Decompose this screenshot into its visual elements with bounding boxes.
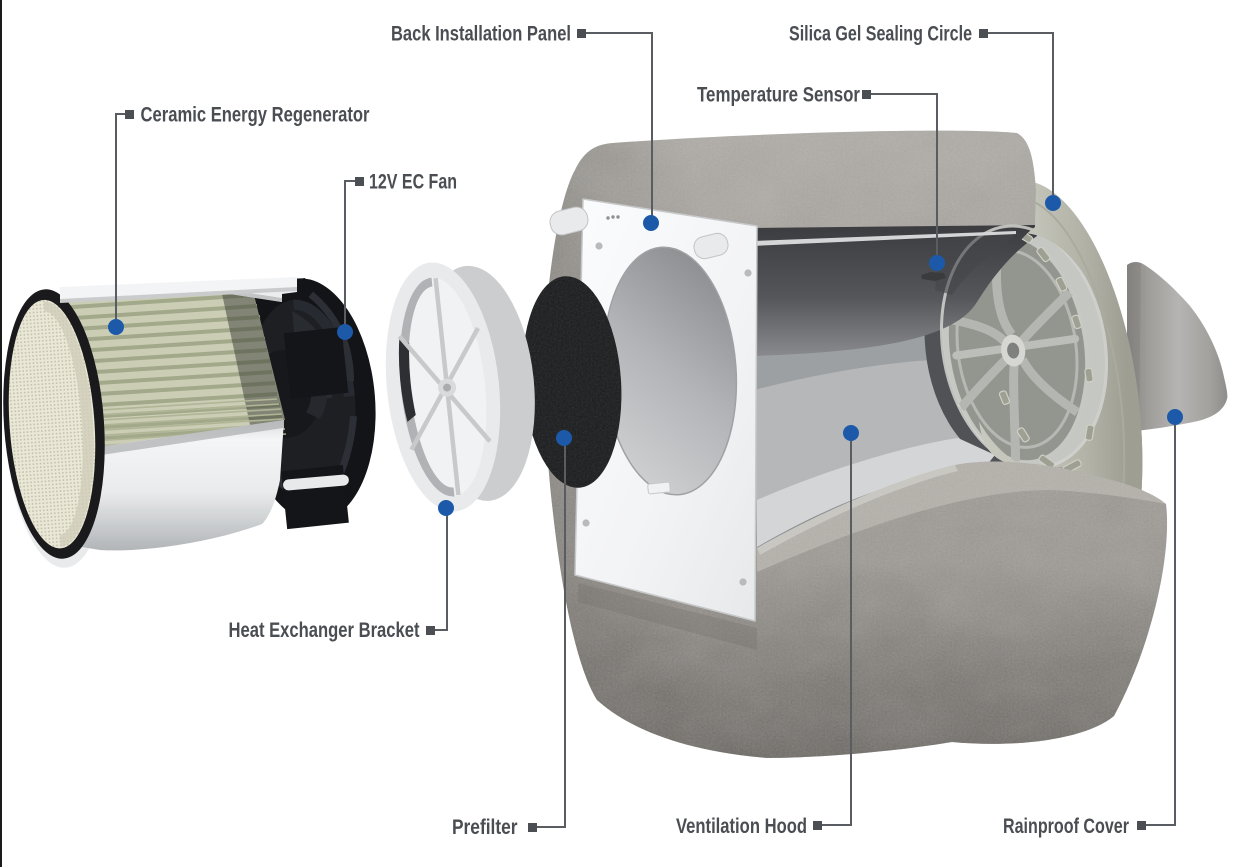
svg-text:12V EC Fan: 12V EC Fan (369, 171, 457, 194)
svg-text:Ventilation Hood: Ventilation Hood (676, 815, 807, 838)
svg-text:Ceramic Energy Regenerator: Ceramic Energy Regenerator (141, 104, 370, 127)
svg-text:Back Installation Panel: Back Installation Panel (391, 23, 571, 46)
svg-text:Temperature Sensor: Temperature Sensor (697, 84, 860, 107)
svg-text:Heat Exchanger Bracket: Heat Exchanger Bracket (229, 619, 420, 642)
svg-text:Silica Gel Sealing Circle: Silica Gel Sealing Circle (789, 23, 972, 46)
svg-text:Rainproof Cover: Rainproof Cover (1003, 815, 1129, 838)
svg-text:Prefilter: Prefilter (452, 816, 518, 839)
